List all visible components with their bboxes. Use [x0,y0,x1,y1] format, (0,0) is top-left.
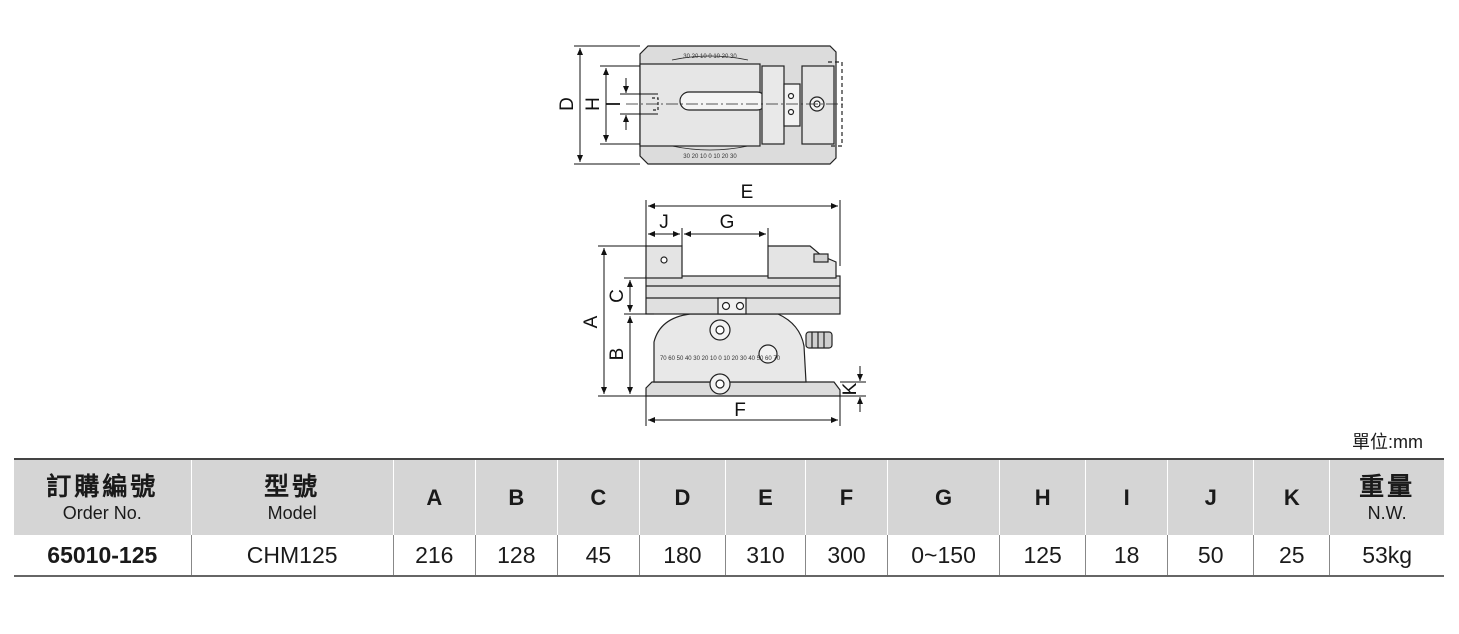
table-row: 65010-125 CHM125 216 128 45 180 310 300 … [14,535,1444,577]
vise-technical-drawing: 30 20 10 0 10 20 30 30 20 10 0 10 20 30 … [557,45,866,426]
front-view [645,245,841,397]
cell-model: CHM125 [191,535,394,577]
cell-c: 45 [557,535,640,577]
dimension-h [600,65,640,145]
dimension-j-g [648,228,769,246]
header-i: I [1085,459,1169,535]
label-j: J [659,212,669,233]
cell-e: 310 [725,535,806,577]
dimension-c [624,277,654,315]
dimension-a [598,245,646,397]
header-c: C [557,459,640,535]
header-a: A [393,459,476,535]
cell-a: 216 [393,535,476,577]
dimension-d [574,45,640,165]
cell-order-no: 65010-125 [14,535,192,577]
header-h: H [999,459,1087,535]
label-c: C [607,289,628,303]
header-e: E [725,459,806,535]
bottom-scale-text: 30 20 10 0 10 20 30 [683,154,737,160]
cell-f: 300 [805,535,889,577]
cell-h: 125 [999,535,1087,577]
label-a: A [581,315,602,328]
header-j: J [1167,459,1255,535]
dimension-i [620,78,658,130]
header-f: F [805,459,889,535]
cell-d: 180 [639,535,726,577]
label-g: G [720,212,735,233]
top-scale-text: 30 20 10 0 10 20 30 [683,54,737,60]
tilt-scale-text: 70 60 50 40 30 20 10 0 10 20 30 40 50 60… [660,356,781,362]
cell-k: 25 [1253,535,1331,577]
header-b: B [475,459,558,535]
cell-b: 128 [475,535,558,577]
cell-g: 0~150 [887,535,1001,577]
cell-i: 18 [1085,535,1169,577]
label-i: I [604,101,625,106]
header-k: K [1253,459,1331,535]
dimension-f [645,396,841,426]
header-g: G [887,459,1001,535]
cell-weight: 53kg [1329,535,1444,577]
dimension-e [645,200,841,266]
label-h: H [583,97,604,111]
cell-j: 50 [1167,535,1255,577]
unit-label: 單位:mm [1352,432,1423,452]
header-d: D [639,459,726,535]
label-b: B [607,348,628,361]
label-e: E [741,182,754,203]
label-f: F [734,400,746,421]
top-view [626,45,846,165]
dimension-k [840,366,866,412]
label-d: D [557,97,578,111]
label-k: K [840,382,861,395]
